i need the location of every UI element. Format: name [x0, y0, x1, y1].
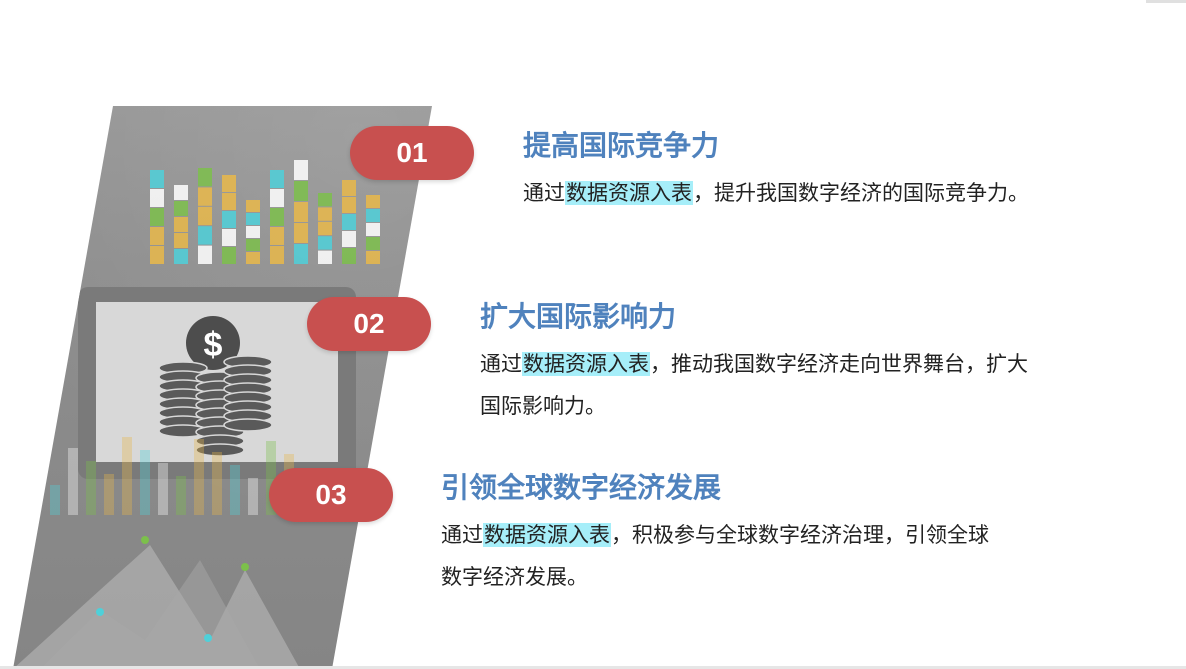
- bottom-divider: [0, 666, 1186, 669]
- item-number: 01: [396, 137, 428, 168]
- item-title: 扩大国际影响力: [480, 300, 677, 333]
- item-title: 提高国际竞争力: [523, 129, 720, 162]
- desc-text: 通过: [480, 352, 522, 376]
- svg-text:$: $: [204, 326, 223, 364]
- corner-mark: [1146, 0, 1186, 3]
- desc-text: ，提升我国数字经济的国际竞争力。: [693, 181, 1029, 205]
- desc-text: 国际影响力。: [480, 394, 606, 418]
- desc-text: ，积极参与全球数字经济治理，引领全球: [611, 523, 989, 547]
- item-number-pill: 01: [350, 126, 474, 180]
- item-description: 通过数据资源入表，提升我国数字经济的国际竞争力。: [523, 172, 1123, 214]
- item-number-pill: 03: [269, 468, 393, 522]
- desc-highlight: 数据资源入表: [565, 181, 693, 205]
- item-number: 02: [353, 308, 385, 339]
- dollar-coin-icon: $: [186, 316, 240, 370]
- item-description: 通过数据资源入表，积极参与全球数字经济治理，引领全球数字经济发展。: [441, 514, 1061, 598]
- desc-highlight: 数据资源入表: [483, 523, 611, 547]
- desc-highlight: 数据资源入表: [522, 352, 650, 376]
- desc-text: 数字经济发展。: [441, 565, 588, 589]
- item-number-pill: 02: [307, 297, 431, 351]
- desc-text: 通过: [523, 181, 565, 205]
- item-number: 03: [315, 479, 347, 510]
- desc-text: 通过: [441, 523, 483, 547]
- desc-text: ，推动我国数字经济走向世界舞台，扩大: [650, 352, 1028, 376]
- bar-chart-icon: [150, 160, 380, 264]
- item-title: 引领全球数字经济发展: [441, 471, 722, 504]
- item-description: 通过数据资源入表，推动我国数字经济走向世界舞台，扩大国际影响力。: [480, 343, 1100, 427]
- coin-stack-icon: [158, 355, 273, 457]
